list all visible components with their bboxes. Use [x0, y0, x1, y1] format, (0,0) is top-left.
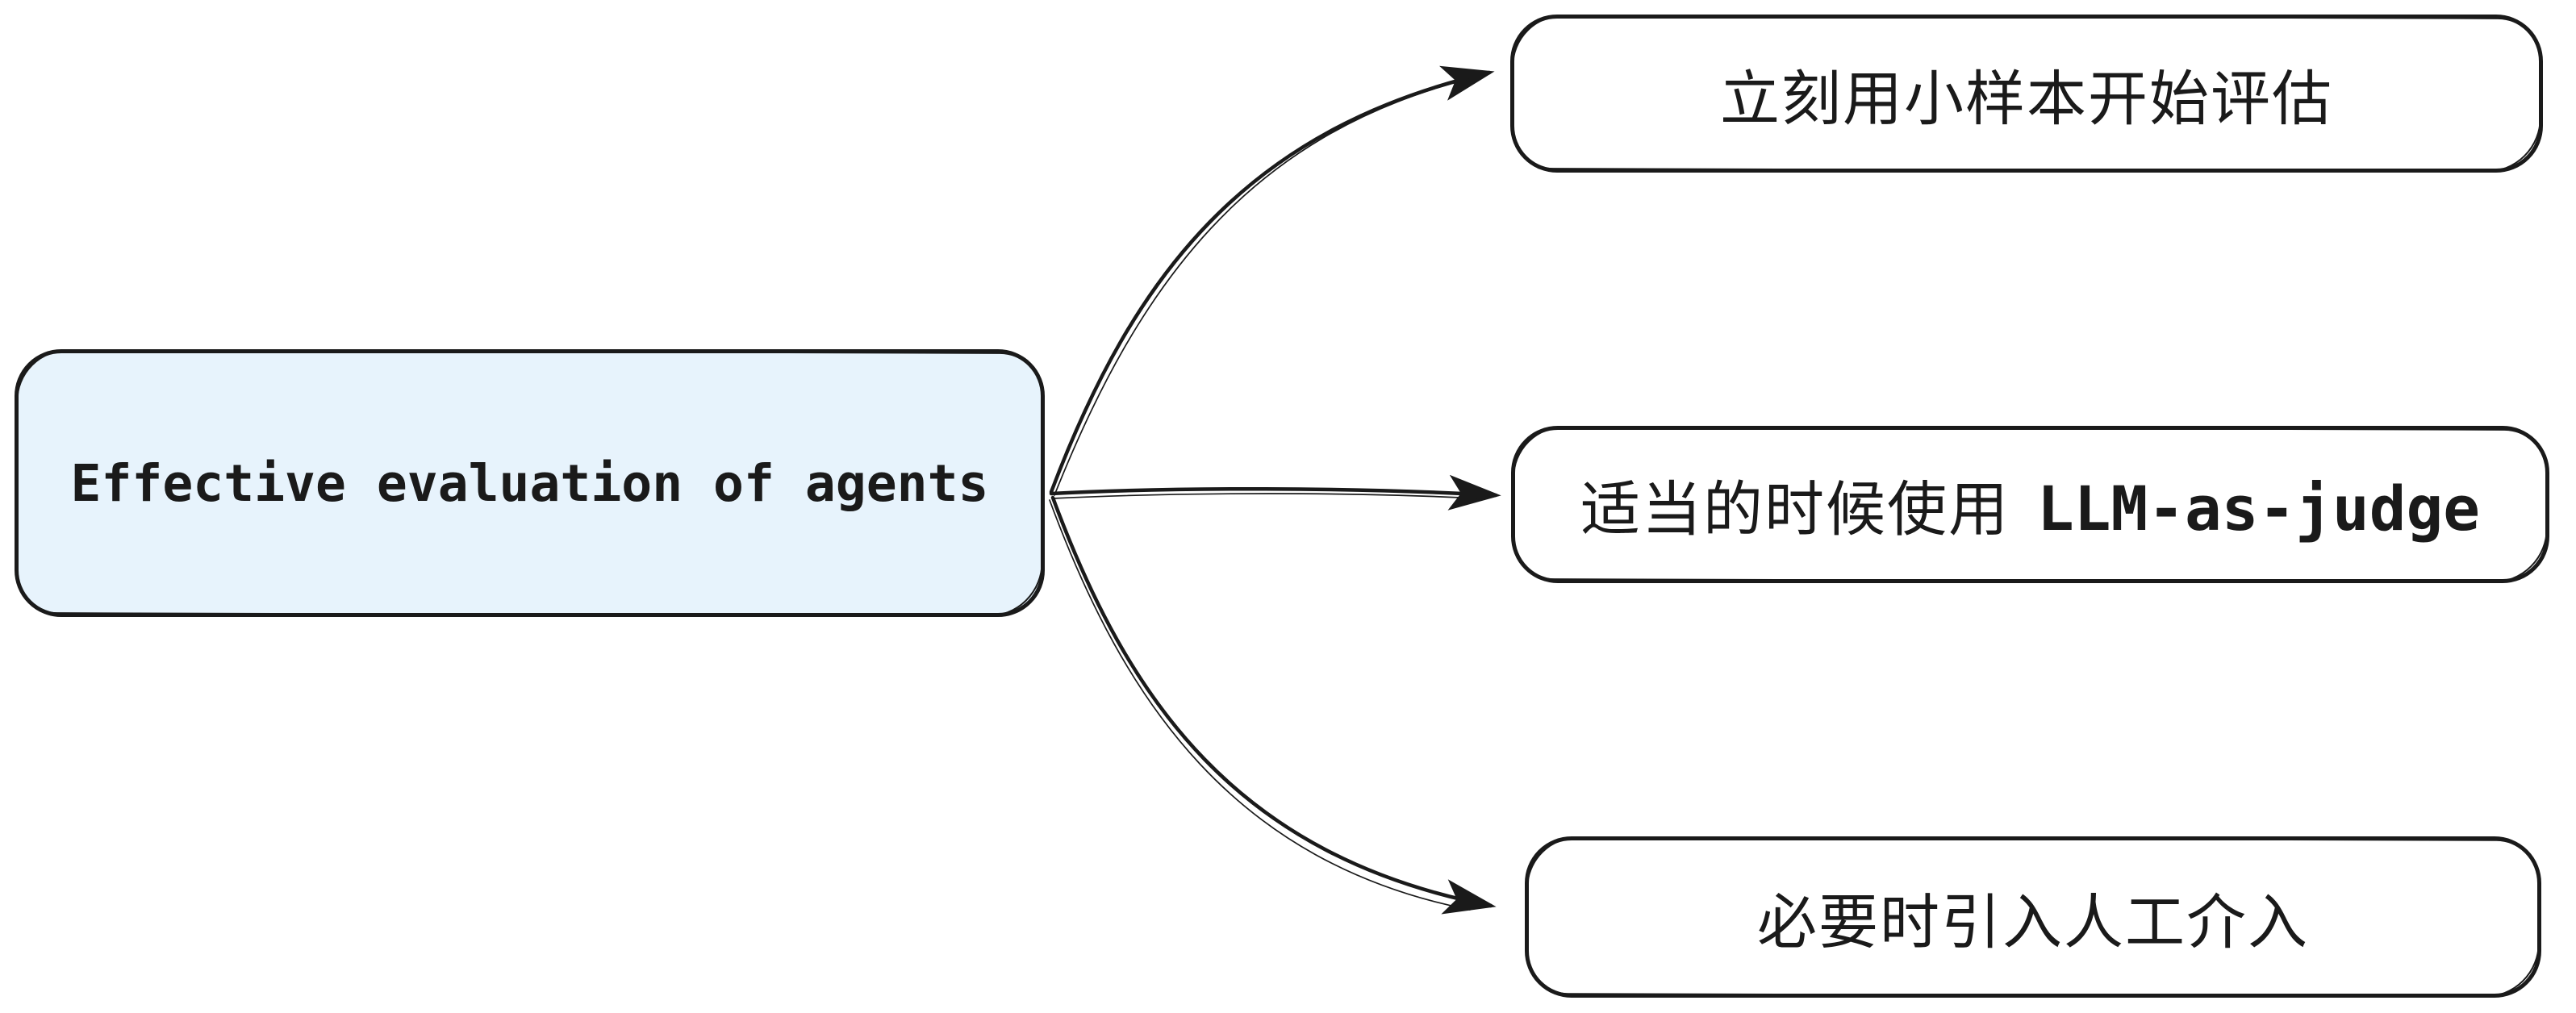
llm-as-judge-label-cn-part: 适当的时候使用: [1580, 475, 2010, 544]
arrow-root-to-human-in-the-loop[interactable]: [1049, 495, 1497, 915]
child-node-llm-as-judge[interactable]: 适当的时候使用 LLM-as-judge: [1511, 426, 2549, 583]
child-node-human-in-the-loop-label: 必要时引入人工介入: [1757, 887, 2309, 957]
root-node-label: Effective evaluation of agents: [70, 453, 989, 513]
llm-as-judge-label-en-part: LLM-as-judge: [2036, 473, 2481, 544]
child-node-start-small-samples-label: 立刻用小样本开始评估: [1720, 64, 2333, 134]
arrow-root-to-start-small-samples[interactable]: [1049, 65, 1495, 496]
arrow-root-to-llm-as-judge[interactable]: [1049, 474, 1501, 511]
child-node-llm-as-judge-label: 适当的时候使用 LLM-as-judge: [1580, 461, 2480, 548]
child-node-start-small-samples[interactable]: 立刻用小样本开始评估: [1510, 15, 2543, 173]
child-node-human-in-the-loop[interactable]: 必要时引入人工介入: [1525, 836, 2541, 998]
root-node[interactable]: Effective evaluation of agents: [15, 349, 1045, 617]
